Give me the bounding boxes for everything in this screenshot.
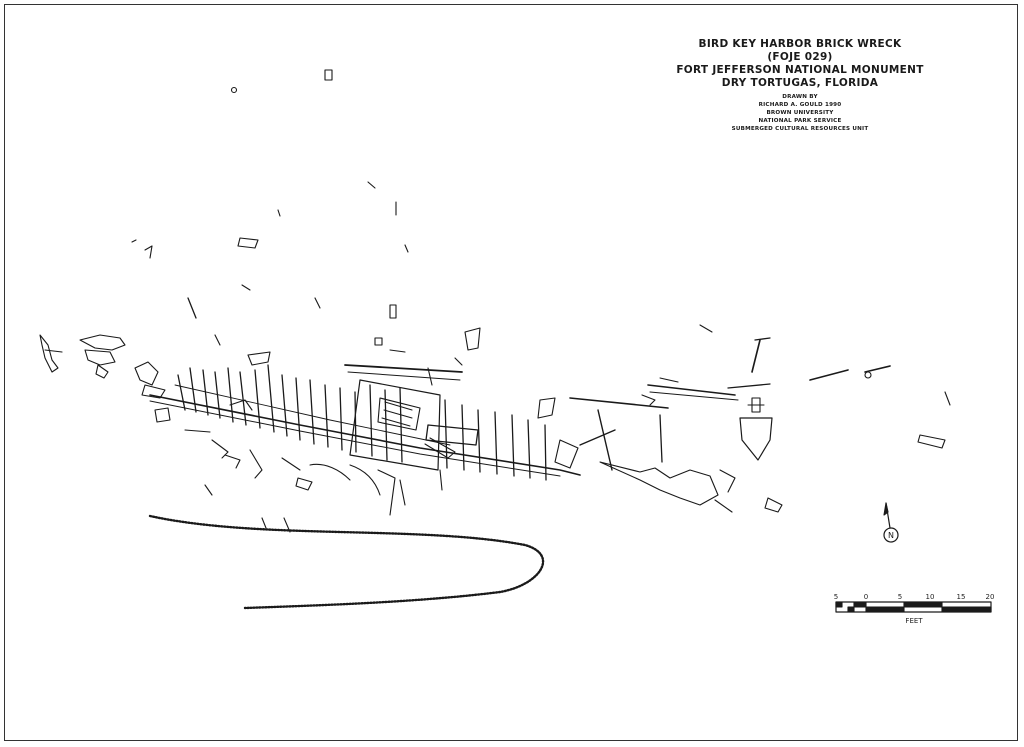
lower-debris xyxy=(204,449,443,533)
title-line-1: BIRD KEY HARBOR BRICK WRECK xyxy=(698,38,902,50)
sand-boundary xyxy=(148,514,545,610)
keel-structure xyxy=(149,384,581,477)
bow-debris xyxy=(537,377,771,513)
title-block: BIRD KEY HARBOR BRICK WRECK (FOJE 029) F… xyxy=(660,38,940,133)
map-frame xyxy=(4,4,1018,741)
scale-unit: FEET xyxy=(905,617,923,625)
author-credit: RICHARD A. GOULD 1990 xyxy=(758,102,842,108)
title-line-2: (FOJE 029) xyxy=(767,51,833,63)
scale-tick-0: 5 xyxy=(834,593,838,601)
institution-credit: BROWN UNIVERSITY xyxy=(766,110,834,116)
agency-credit: NATIONAL PARK SERVICE xyxy=(758,118,842,124)
hull-frames xyxy=(177,364,547,481)
scale-tick-3: 10 xyxy=(926,593,935,601)
north-arrow xyxy=(883,502,899,543)
north-arrow-label: N xyxy=(888,531,894,540)
scale-tick-4: 15 xyxy=(957,593,966,601)
title-line-3: FORT JEFFERSON NATIONAL MONUMENT xyxy=(676,64,924,76)
scale-bar xyxy=(835,601,992,613)
north-artifacts xyxy=(131,69,481,366)
rudder-outline xyxy=(739,337,773,461)
title-line-4: DRY TORTUGAS, FLORIDA xyxy=(721,77,879,89)
central-structure xyxy=(344,364,479,471)
drawn-by-label: DRAWN BY xyxy=(782,94,818,100)
scale-tick-1: 0 xyxy=(864,593,868,601)
scale-tick-2: 5 xyxy=(898,593,902,601)
scale-tick-5: 20 xyxy=(986,593,995,601)
stern-debris xyxy=(39,334,271,459)
unit-credit: SUBMERGED CULTURAL RESOURCES UNIT xyxy=(731,126,869,132)
outlying-artifacts xyxy=(699,324,951,513)
